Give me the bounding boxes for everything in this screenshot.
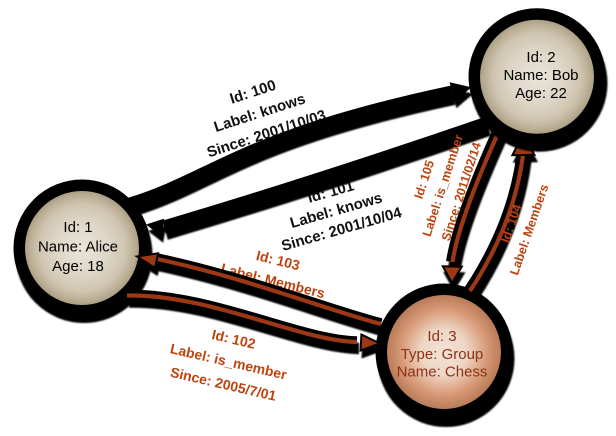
svg-text:Id: 1: Id: 1 [63,219,92,236]
svg-text:Name: Alice: Name: Alice [38,239,118,256]
svg-text:Id: 3: Id: 3 [427,328,456,345]
svg-text:Type: Group: Type: Group [401,346,484,363]
svg-text:Id: 2: Id: 2 [526,49,555,66]
svg-text:Age: 18: Age: 18 [52,258,104,275]
svg-text:Id: 102: Id: 102 [210,326,257,352]
svg-text:Name: Chess: Name: Chess [397,364,488,381]
svg-text:Name: Bob: Name: Bob [503,67,578,84]
svg-text:Age: 22: Age: 22 [515,85,567,102]
